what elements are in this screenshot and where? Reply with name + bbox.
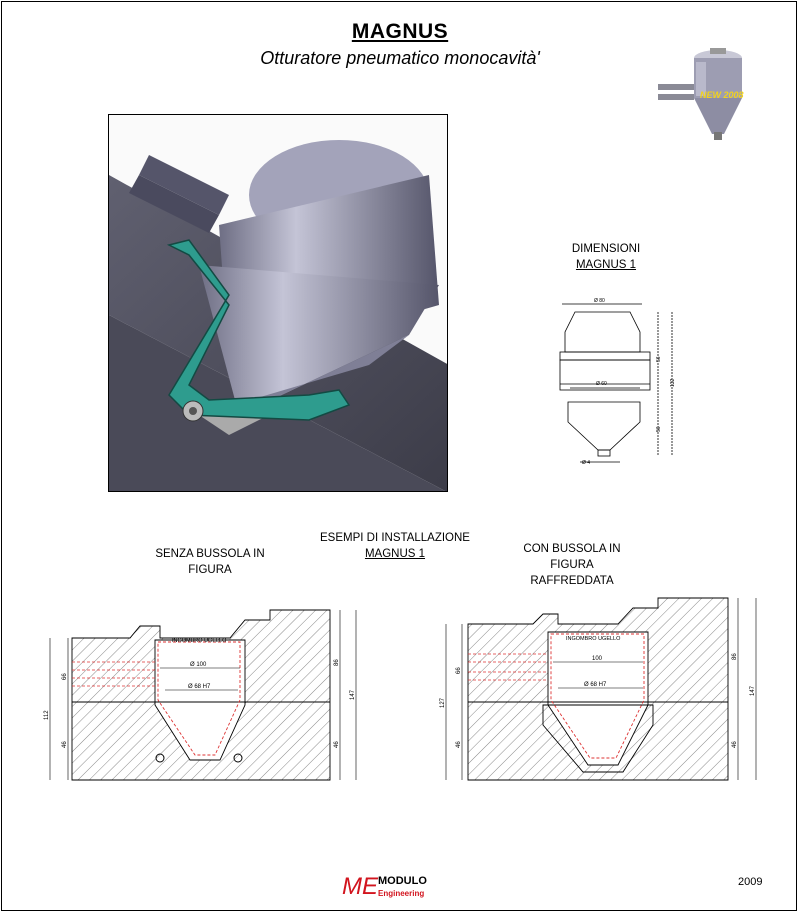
left-d100-label: Ø 100: [190, 662, 207, 668]
dim-mid-diameter: Ø 60: [596, 381, 607, 387]
section-with-cooled-bushing: INGOMBRO UGELLO 100 Ø 68 H7 66 127 46 86…: [440, 597, 757, 781]
product-thumbnail: NEW 2008: [658, 48, 744, 140]
page-subtitle: Otturatore pneumatico monocavità': [260, 48, 540, 68]
logo-top-text: MODULO: [378, 875, 427, 887]
right-caption-line3: RAFFREDDATA: [530, 575, 614, 587]
left-dim-c: 46: [62, 741, 68, 748]
dimensions-heading: DIMENSIONI: [571, 243, 641, 255]
dim-tip-diameter: Ø 4: [582, 460, 590, 466]
right-dim-b: 127: [440, 697, 446, 708]
right-dim-f: 46: [732, 741, 738, 748]
examples-model: MAGNUS 1: [364, 548, 426, 560]
left-caption-line1: SENZA BUSSOLA IN: [155, 548, 265, 560]
right-ingombro-label: INGOMBRO UGELLO: [566, 636, 621, 642]
section-without-bushing: INGOMBRO UGELLO Ø 100 Ø 68 H7 66 112 46 …: [44, 609, 357, 781]
left-dim-b: 112: [44, 710, 50, 720]
right-dim-a: 66: [456, 667, 462, 674]
dimensions-drawing: Ø 80 Ø 60 Ø 4 56 132 56: [559, 298, 676, 466]
left-dim-d: 86: [334, 659, 340, 666]
logo-bottom-text: Engineering: [378, 889, 424, 898]
left-dim-e: 147: [350, 689, 356, 700]
right-dim-d: 86: [732, 653, 738, 660]
right-dim-c: 46: [456, 741, 462, 748]
right-d100-label: 100: [592, 656, 603, 662]
logo-me-text: ME: [342, 873, 379, 900]
page-title: MAGNUS: [351, 20, 449, 43]
examples-heading: ESEMPI DI INSTALLAZIONE: [320, 532, 470, 544]
left-caption-line2: FIGURA: [188, 564, 232, 576]
dim-top-diameter: Ø 80: [594, 298, 605, 304]
year-label: 2009: [738, 876, 763, 888]
right-caption-line2: FIGURA: [550, 559, 594, 571]
thumbnail-badge: NEW 2008: [700, 90, 744, 100]
left-dim-a: 66: [62, 673, 68, 680]
left-dim-f: 46: [334, 741, 340, 748]
right-caption-line1: CON BUSSOLA IN: [523, 543, 621, 555]
left-ingombro-label: INGOMBRO UGELLO: [172, 638, 227, 644]
dim-lower-height: 56: [656, 426, 662, 432]
product-render: [108, 114, 448, 492]
right-d68-label: Ø 68 H7: [584, 682, 607, 688]
dim-upper-height: 56: [656, 356, 662, 362]
dim-total-height: 132: [670, 378, 676, 387]
modulo-engineering-logo: ME MODULO Engineering: [342, 873, 427, 900]
right-dim-e: 147: [750, 685, 756, 696]
left-d68-label: Ø 68 H7: [188, 684, 211, 690]
dimensions-model: MAGNUS 1: [575, 259, 637, 271]
